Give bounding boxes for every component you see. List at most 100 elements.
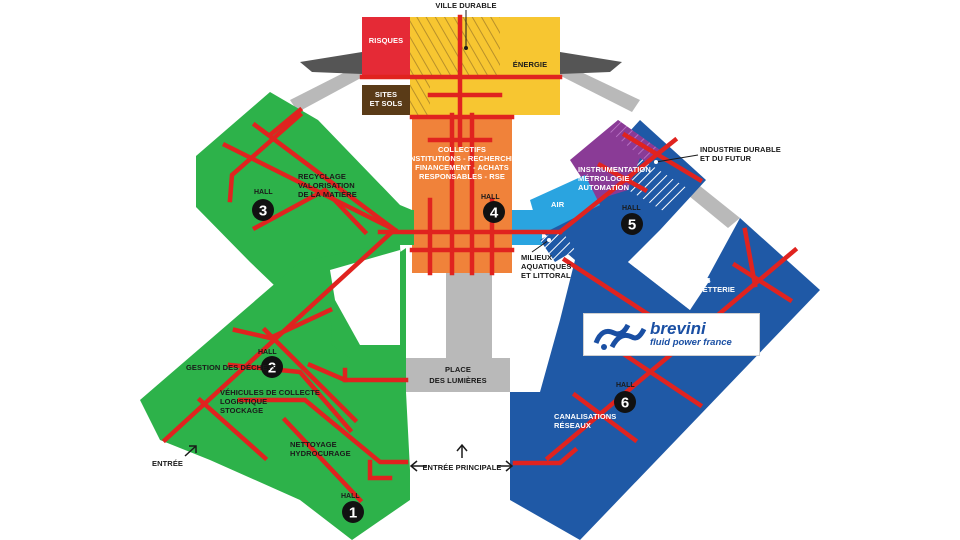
label-vehicules-3: STOCKAGE	[220, 406, 263, 415]
hall-2-badge[interactable]: HALL 2	[258, 349, 283, 378]
hall-word: HALL	[258, 349, 277, 356]
hall-word: HALL	[481, 194, 500, 201]
hall-1-badge[interactable]: HALL 1	[341, 493, 364, 523]
aisle	[742, 227, 758, 288]
label-nettoyage-1: NETTOYAGE	[290, 440, 337, 449]
hall-number: 5	[628, 217, 636, 234]
leader-dot	[464, 46, 468, 50]
label-place-1: PLACE	[445, 365, 471, 374]
label-entree: ENTRÉE	[152, 459, 183, 468]
arrow-left-icon	[409, 460, 427, 472]
hall-number-circle	[621, 213, 643, 235]
sponsor-tagline: fluid power france	[650, 337, 732, 348]
sponsor-logo[interactable]: brevini fluid power france	[583, 313, 760, 356]
hall-4-badge[interactable]: HALL 4	[481, 194, 505, 223]
label-milieux-1: MILIEUX	[521, 253, 552, 262]
hall-badges: HALL 3 HALL 4 HALL 5 HALL 2 HALL 6 HALL …	[252, 189, 643, 523]
roof-left	[300, 52, 362, 74]
hall-number: 3	[259, 203, 267, 220]
label-ville-durable: VILLE DURABLE	[435, 1, 496, 10]
aisle	[196, 396, 269, 462]
aisle	[512, 446, 579, 466]
industrie-durable-zone[interactable]	[628, 158, 690, 212]
place-des-lumieres-area	[406, 358, 510, 392]
label-sites-sols-2: ET SOLS	[370, 99, 403, 108]
label-canalisations-2: RÉSEAUX	[554, 421, 591, 430]
label-vehicules-2: LOGISTIQUE	[220, 397, 267, 406]
zone-labels: VILLE DURABLE RISQUES ÉNERGIE SITES ET S…	[186, 1, 781, 458]
leader-line	[531, 239, 550, 253]
arrow-right-icon	[497, 460, 514, 472]
label-energie: ÉNERGIE	[513, 60, 547, 69]
label-recyclage-3: DE LA MATIÈRE	[298, 190, 357, 199]
label-industrie-1: INDUSTRIE DURABLE	[700, 145, 781, 154]
label-collectifs-4: RESPONSABLES - RSE	[419, 172, 505, 181]
hall-3-badge[interactable]: HALL 3	[252, 189, 274, 221]
hall-number-circle	[614, 391, 636, 413]
hall-6-badge[interactable]: HALL 6	[614, 382, 636, 413]
hall-number: 4	[490, 205, 499, 222]
label-milieux-2: AQUATIQUES	[521, 262, 571, 271]
label-milieux-3: ET LITTORAL	[521, 271, 571, 280]
aisle	[561, 256, 664, 326]
label-collectifs-1: COLLECTIFS	[438, 145, 486, 154]
label-recyclage-2: VALORISATION	[298, 181, 355, 190]
label-recyclage-1: RECYCLAGE	[298, 172, 346, 181]
label-air: AIR	[551, 200, 565, 209]
label-canalisations-1: CANALISATIONS	[554, 412, 616, 421]
corridor-left-diagonal	[290, 62, 372, 112]
label-place-2: DES LUMIÈRES	[429, 376, 486, 385]
brevini-logo-mark-icon	[593, 323, 647, 350]
hall-number-circle	[342, 501, 364, 523]
aisle	[237, 397, 409, 465]
label-pompes-1: POMPES	[678, 276, 711, 285]
blue-wing-gap	[628, 240, 710, 310]
label-instrumentation-3: AUTOMATION	[578, 183, 629, 192]
top-block	[362, 17, 560, 115]
aisle	[621, 131, 704, 184]
label-nettoyage-2: HYDROCURAGE	[290, 449, 351, 458]
leader-line	[655, 154, 699, 163]
hall-word: HALL	[616, 382, 635, 389]
label-instrumentation-1: INSTRUMENTATION	[578, 165, 651, 174]
hall-number-circle	[261, 356, 283, 378]
label-industrie-2: ET DU FUTUR	[700, 154, 752, 163]
aisle	[367, 459, 393, 481]
label-collectifs-3: FINANCEMENT - ACHATS	[415, 163, 509, 172]
bridge-left	[392, 210, 414, 245]
label-gestion: GESTION DES DÉCHETS	[186, 363, 277, 372]
label-collectifs-2: INSTITUTIONS - RECHERCHE	[408, 154, 517, 163]
aisle	[251, 121, 399, 234]
hall-number-circle	[252, 199, 274, 221]
leader-dot	[547, 238, 551, 242]
hall-number: 1	[349, 505, 357, 522]
leader-dot	[654, 160, 658, 164]
label-vehicules-1: VÉHICULES DE COLLECTE	[220, 388, 320, 397]
aisle	[596, 161, 649, 194]
corridor-right-diagonal	[553, 62, 640, 112]
energie-zone[interactable]	[500, 17, 560, 115]
air-zone[interactable]	[530, 175, 600, 235]
aisle	[251, 187, 369, 236]
label-instrumentation-2: MÉTROLOGIE	[578, 174, 629, 183]
roof-right	[560, 52, 622, 74]
hall-word: HALL	[341, 493, 360, 500]
aisle	[261, 326, 359, 424]
hall-word: HALL	[622, 205, 641, 212]
label-sites-sols-1: SITES	[375, 90, 397, 99]
aisle	[227, 111, 304, 203]
hall-5-badge[interactable]: HALL 5	[621, 205, 643, 235]
aisle	[731, 261, 794, 304]
aisle	[227, 362, 354, 434]
milieux-aquatiques-zone[interactable]	[540, 228, 575, 262]
label-risques: RISQUES	[369, 36, 403, 45]
sites-sols-zone[interactable]	[362, 85, 410, 115]
sponsor-text: brevini fluid power france	[650, 319, 732, 348]
hall-number: 6	[621, 395, 629, 412]
arrow-up-icon	[456, 443, 468, 458]
arrow-diagonal-icon	[184, 445, 197, 457]
label-pompes-2: ROBINETTERIE	[678, 285, 735, 294]
entrances: ENTRÉE ENTRÉE PRINCIPALE	[152, 443, 514, 472]
sponsor-name: brevini	[650, 319, 706, 338]
